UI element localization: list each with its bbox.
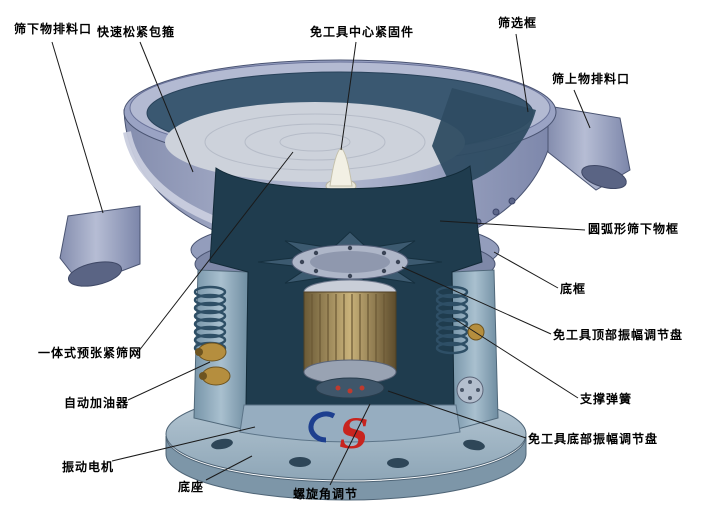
brand-logo: S (308, 411, 369, 458)
label-toolfree-bottom-amplitude-plate: 免工具底部振幅调节盘 (528, 432, 659, 446)
label-support-spring: 支撑弹簧 (580, 392, 633, 406)
label-pretensioned-mesh: 一体式预张紧筛网 (38, 346, 143, 360)
label-helix-angle-adjust: 螺旋角调节 (293, 487, 359, 501)
arc-undersize-frame (432, 88, 536, 188)
label-oversize-discharge-outlet: 筛上物排料口 (552, 72, 631, 86)
auto-oiler (195, 342, 231, 386)
leader-lines (51, 33, 591, 486)
label-undersize-discharge-outlet: 筛下物排料口 (14, 22, 93, 36)
label-arc-undersize-frame: 圆弧形筛下物框 (588, 222, 680, 236)
label-screening-frame: 筛选框 (498, 16, 538, 30)
label-bottom-frame: 底框 (560, 282, 587, 296)
brand-logo-letter: S (340, 411, 369, 458)
label-quick-release-clamp: 快速松紧包箍 (97, 25, 176, 39)
sieve-mesh (165, 102, 465, 182)
bottom-amplitude-plate (315, 377, 385, 399)
label-toolfree-center-fastener: 免工具中心紧固件 (310, 25, 415, 39)
label-vibration-motor: 振动电机 (62, 460, 115, 474)
vibration-motor (303, 279, 397, 399)
undersize-discharge-spout (59, 205, 141, 287)
top-amplitude-plate (257, 231, 443, 293)
base-bolt-slots (211, 438, 485, 468)
label-auto-oiler: 自动加油器 (64, 396, 130, 410)
support-spring-right (435, 285, 469, 355)
side-flange (456, 323, 485, 404)
oversize-discharge-spout (547, 105, 631, 191)
label-base: 底座 (178, 480, 205, 494)
support-spring-left (193, 285, 227, 355)
label-toolfree-top-amplitude-plate: 免工具顶部振幅调节盘 (553, 328, 684, 342)
